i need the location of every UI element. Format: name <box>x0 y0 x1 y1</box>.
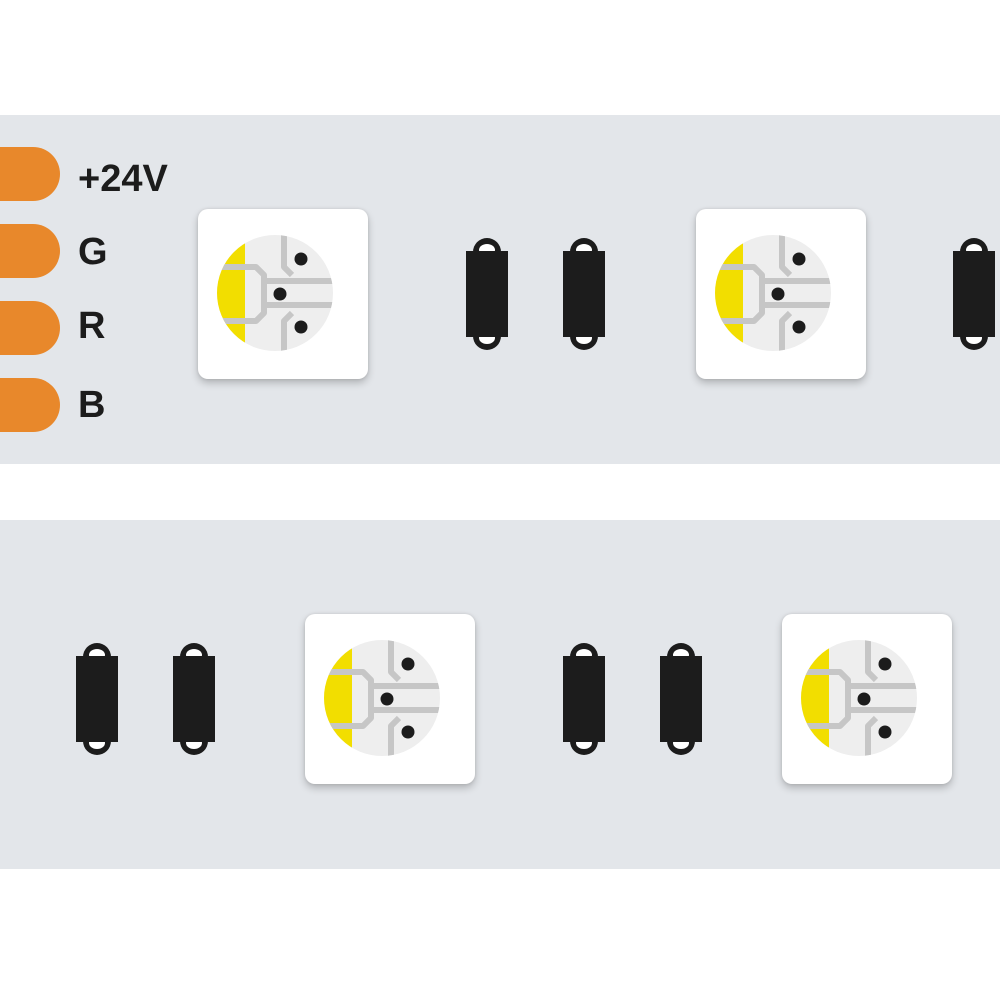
smd-led-chip <box>782 614 952 784</box>
label-24v: +24V <box>78 158 168 200</box>
label-b: B <box>78 384 106 426</box>
smd-resistor <box>172 641 216 757</box>
smd-resistor <box>659 641 703 757</box>
smd-led-chip <box>198 209 368 379</box>
smd-led-chip <box>305 614 475 784</box>
pad-b <box>0 378 60 432</box>
label-r: R <box>78 305 106 347</box>
smd-resistor <box>952 236 996 352</box>
smd-resistor <box>465 236 509 352</box>
led-strip-bottom <box>0 520 1000 869</box>
smd-led-chip <box>696 209 866 379</box>
pad-24v <box>0 147 60 201</box>
smd-resistor <box>562 641 606 757</box>
label-g: G <box>78 231 108 273</box>
pad-r <box>0 301 60 355</box>
led-strip-top: +24V G R B <box>0 115 1000 464</box>
smd-resistor <box>562 236 606 352</box>
smd-resistor <box>75 641 119 757</box>
pad-g <box>0 224 60 278</box>
